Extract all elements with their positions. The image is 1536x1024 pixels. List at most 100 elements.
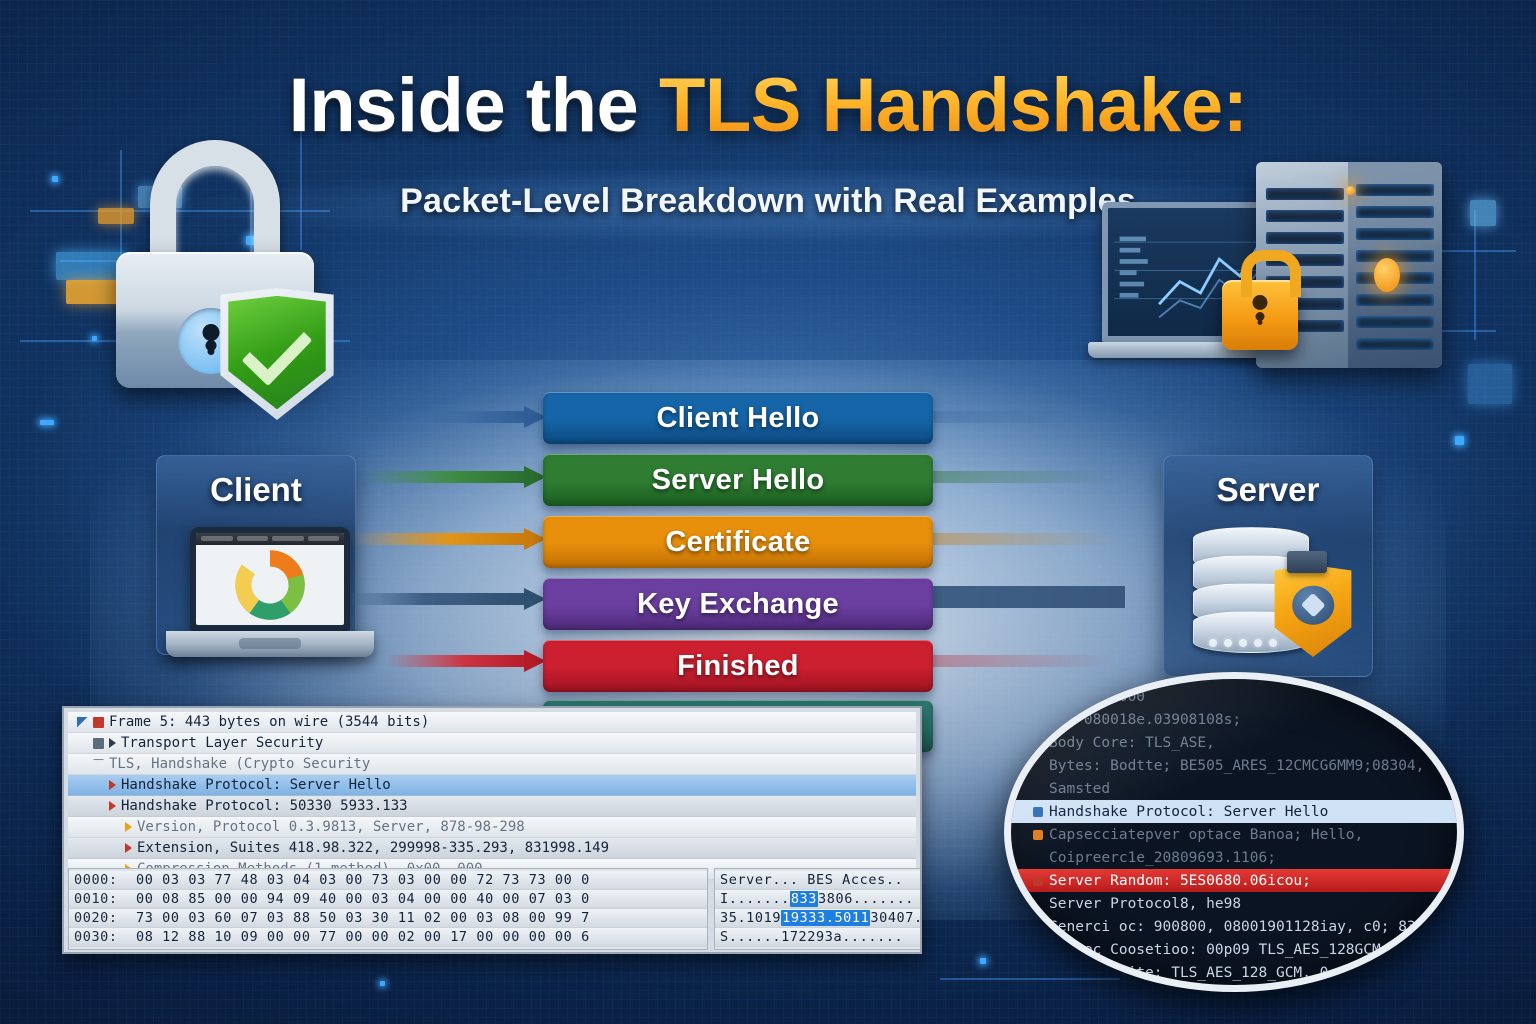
arrow-right-finished xyxy=(933,650,1133,672)
hex-offset: 0000: xyxy=(74,872,118,888)
magnified-row-label: Cannec Coosetioo: 00p09 TLS_AES_128GCM_S… xyxy=(1049,941,1442,958)
ascii-text-tail: 30407.. xyxy=(870,910,922,926)
shield-gem-icon xyxy=(1292,586,1334,625)
hex-bytes-column[interactable]: 0000:00 03 03 77 48 03 04 03 00 73 03 00… xyxy=(68,868,708,950)
hex-row[interactable]: 0010:00 08 85 00 00 94 09 40 00 03 04 00… xyxy=(69,890,707,909)
hex-row[interactable]: 0020:73 00 03 60 07 03 88 50 03 30 11 02… xyxy=(69,909,707,928)
page-title-accent: TLS Handshake: xyxy=(658,63,1248,148)
magnified-row: ng: 080018e.03908108s; xyxy=(1011,708,1457,731)
ascii-highlight: 833 xyxy=(789,891,819,907)
browser-window xyxy=(196,533,344,625)
hex-bytes: 73 00 03 60 07 03 88 50 03 30 11 02 00 0… xyxy=(136,910,590,926)
packet-tree-label: TLS, Handshake (Crypto Security xyxy=(109,756,371,772)
chevron-right-icon[interactable] xyxy=(109,738,116,748)
arrow-to-server xyxy=(933,574,1165,620)
arrow-key-exchange xyxy=(352,588,546,610)
step-key-exchange[interactable]: Key Exchange xyxy=(543,578,933,630)
magnified-packet-detail: 00000000000ng: 080018e.03908108s;Body Co… xyxy=(1011,679,1457,985)
ascii-highlight: 19333.5011 xyxy=(781,910,871,926)
ascii-row[interactable]: Server... BES Acces.. xyxy=(715,871,920,890)
magnifier-icon: 00000000000ng: 080018e.03908108s;Body Co… xyxy=(1004,672,1464,992)
ascii-text: I....... xyxy=(720,891,790,907)
packet-tree-label: Extension, Suites 418.98.322, 299998-335… xyxy=(137,840,610,856)
server-endpoint: Server xyxy=(1163,455,1395,685)
ascii-text-tail: 3806....... xyxy=(818,891,915,907)
row-marker-icon xyxy=(1033,853,1043,863)
database-leds xyxy=(1209,639,1277,647)
packet-tree-row[interactable]: Handshake Protocol: 50330 5933.133 xyxy=(68,796,916,817)
arrow-server-hello xyxy=(362,466,546,488)
client-endpoint: Client xyxy=(148,455,380,670)
hex-offset: 0030: xyxy=(74,929,118,945)
step-certificate[interactable]: Certificate xyxy=(543,516,933,568)
ascii-text-tail: 293a....... xyxy=(807,929,904,945)
browser-donut-icon xyxy=(233,548,307,622)
magnified-row: Cenerci oc: 900800, 08001901128iay, c0; … xyxy=(1011,915,1457,938)
orange-padlock-icon xyxy=(1222,250,1301,350)
client-label: Client xyxy=(210,471,302,508)
record-icon xyxy=(93,716,104,728)
page-title-plain: Inside the xyxy=(288,63,659,148)
ascii-row[interactable]: I.......833 3806....... xyxy=(715,890,920,909)
packet-bytes-pane[interactable]: 0000:00 03 03 77 48 03 04 03 00 73 03 00… xyxy=(68,868,920,950)
magnified-row-label: Capsecciatepver optace Banoa; Hello, xyxy=(1049,826,1364,843)
packet-tree-row[interactable]: Transport Layer Security xyxy=(68,733,916,754)
packet-tree-row[interactable]: Version, Protocol 0.3.9813, Server, 878-… xyxy=(68,817,916,838)
packet-tree-row[interactable]: Frame 5: 443 bytes on wire (3544 bits) xyxy=(68,712,916,733)
server-rack-icon xyxy=(1088,150,1496,378)
packet-tree-row[interactable]: Extension, Suites 418.98.322, 299998-335… xyxy=(68,838,916,859)
collapse-icon[interactable] xyxy=(93,758,104,770)
row-marker-icon xyxy=(1033,761,1043,771)
ascii-column[interactable]: Server... BES Acces..I.......833 3806...… xyxy=(714,868,922,950)
magnified-row-label: Bytes: Bodtte; BE505_ARES_12CMCG6MM9;083… xyxy=(1049,757,1425,774)
step-client-hello[interactable]: Client Hello xyxy=(543,392,933,444)
row-marker-icon xyxy=(1033,806,1043,817)
magnified-row-label: ng: 080018e.03908108s; xyxy=(1049,711,1242,728)
row-marker-icon xyxy=(1033,875,1043,886)
packet-tree-label: Handshake Protocol: Server Hello xyxy=(121,777,391,793)
expand-icon[interactable] xyxy=(77,716,88,728)
row-marker-icon xyxy=(1033,829,1043,840)
chevron-right-icon[interactable] xyxy=(109,801,116,811)
magnified-row: Cannec Coosetioo: 00p09 TLS_AES_128GCM_S… xyxy=(1011,938,1457,961)
packet-capture-panel[interactable]: Frame 5: 443 bytes on wire (3544 bits)Tr… xyxy=(62,706,922,954)
server-module-block xyxy=(1287,551,1327,573)
hex-row[interactable]: 0030:08 12 88 10 09 00 00 77 00 00 02 00… xyxy=(69,928,707,947)
server-power-led-icon xyxy=(1346,186,1355,195)
magnified-row: Body Core: TLS_ASE, xyxy=(1011,731,1457,754)
page-subtitle: Packet-Level Breakdown with Real Example… xyxy=(400,182,1136,220)
step-server-hello[interactable]: Server Hello xyxy=(543,454,933,506)
page-title: Inside the TLS Handshake: xyxy=(0,62,1536,149)
step-finished[interactable]: Finished xyxy=(543,640,933,692)
ascii-row[interactable]: S......172 293a....... xyxy=(715,928,920,947)
magnified-row: Bytes: Bodtte; BE505_ARES_12CMCG6MM9;083… xyxy=(1011,754,1457,777)
row-marker-icon xyxy=(1033,784,1043,794)
chevron-right-icon[interactable] xyxy=(125,843,132,853)
orange-padlock-keyhole xyxy=(1252,295,1268,311)
magnified-row: Handshake Protocol: Server Hello xyxy=(1011,800,1457,823)
padlock-icon xyxy=(108,140,344,420)
server-status-led-icon xyxy=(1374,258,1400,292)
magnified-row-label: Server Random: 5ES0680.06icou; xyxy=(1049,872,1311,889)
arrow-certificate xyxy=(352,528,546,550)
node-icon xyxy=(93,737,104,749)
packet-tree-row[interactable]: Handshake Protocol: Server Hello xyxy=(68,775,916,796)
hex-row[interactable]: 0000:00 03 03 77 48 03 04 03 00 73 03 00… xyxy=(69,871,707,890)
hex-offset: 0010: xyxy=(74,891,118,907)
ascii-text: 35.1019 xyxy=(720,910,782,926)
magnified-row-label: Cenerci oc: 900800, 08001901128iay, c0; … xyxy=(1049,918,1442,935)
server-label: Server xyxy=(1216,471,1320,508)
chevron-right-icon[interactable] xyxy=(125,822,132,832)
magnified-row-label: Samsted xyxy=(1049,780,1111,797)
arrow-client-hello xyxy=(398,406,546,428)
arrow-right-server-hello xyxy=(933,466,1133,488)
ascii-text: S......172 xyxy=(720,929,808,945)
orange-shield-icon xyxy=(1274,565,1352,657)
arrow-finished xyxy=(386,650,546,672)
packet-detail-tree[interactable]: Frame 5: 443 bytes on wire (3544 bits)Tr… xyxy=(68,712,916,880)
packet-tree-row[interactable]: TLS, Handshake (Crypto Security xyxy=(68,754,916,775)
magnified-row-label: Handshake Protocol: Server Hello xyxy=(1049,803,1329,820)
arrow-right-certificate xyxy=(933,528,1133,550)
chevron-right-icon[interactable] xyxy=(109,780,116,790)
